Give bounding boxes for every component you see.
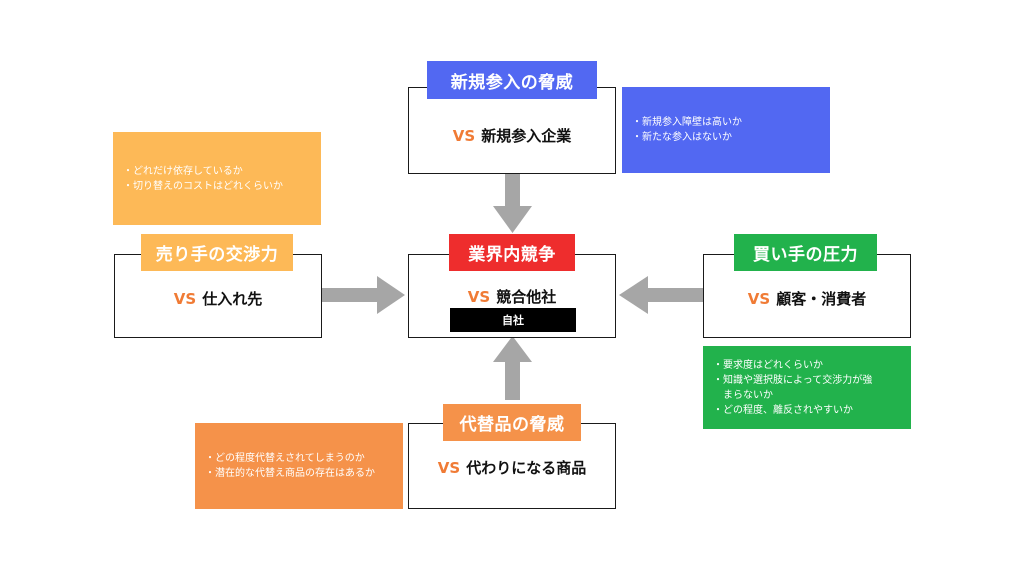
note-line: ・知識や選択肢によって交渉力が強 xyxy=(713,374,873,386)
suppliers-notes: ・どれだけ依存しているか ・切り替えのコストはどれくらいか xyxy=(113,132,321,225)
rivalry-target: 競合他社 xyxy=(496,288,557,306)
buyers-vs-label: VS 顧客・消費者 xyxy=(704,288,910,309)
note-line: ・切り替えのコストはどれくらいか xyxy=(123,180,283,192)
substitutes-target: 代わりになる商品 xyxy=(466,459,587,477)
note-line: ・どの程度、離反されやすいか xyxy=(713,404,853,416)
note-line: ・新たな参入はないか xyxy=(632,132,732,143)
new-entrants-notes: ・新規参入障壁は高いか ・新たな参入はないか xyxy=(622,87,830,173)
rivalry-tag: 業界内競争 xyxy=(449,234,575,271)
buyers-notes: ・要求度はどれくらいか ・知識や選択肢によって交渉力が強 まらないか ・どの程度… xyxy=(703,346,911,429)
arrow-left-from-buyers xyxy=(619,276,704,314)
suppliers-target: 仕入れ先 xyxy=(202,290,263,308)
new-entrants-box: VS 新規参入企業 xyxy=(408,87,616,174)
buyers-tag: 買い手の圧力 xyxy=(734,234,877,271)
arrow-down-from-new-entrants xyxy=(493,174,532,233)
note-line: まらないか xyxy=(723,389,773,401)
vs-mark: VS xyxy=(747,290,771,308)
vs-mark: VS xyxy=(452,127,476,145)
new-entrants-tag: 新規参入の脅威 xyxy=(427,61,597,99)
new-entrants-vs-label: VS 新規参入企業 xyxy=(409,125,615,146)
substitutes-vs-label: VS 代わりになる商品 xyxy=(409,457,615,478)
note-line: ・どれだけ依存しているか xyxy=(123,165,243,177)
arrow-right-from-suppliers xyxy=(322,276,405,314)
substitutes-tag: 代替品の脅威 xyxy=(443,404,581,441)
buyers-target: 顧客・消費者 xyxy=(776,290,867,308)
substitutes-notes: ・どの程度代替えされてしまうのか ・潜在的な代替え商品の存在はあるか xyxy=(195,423,403,509)
suppliers-tag: 売り手の交渉力 xyxy=(141,234,293,271)
vs-mark: VS xyxy=(437,459,461,477)
note-line: ・要求度はどれくらいか xyxy=(713,359,823,371)
note-line: ・新規参入障壁は高いか xyxy=(632,117,742,128)
suppliers-vs-label: VS 仕入れ先 xyxy=(115,288,321,309)
new-entrants-target: 新規参入企業 xyxy=(481,127,572,145)
rivalry-vs-label: VS 競合他社 xyxy=(409,286,615,307)
note-line: ・どの程度代替えされてしまうのか xyxy=(205,453,365,464)
vs-mark: VS xyxy=(173,290,197,308)
arrow-up-from-substitutes xyxy=(493,336,532,400)
note-line: ・潜在的な代替え商品の存在はあるか xyxy=(205,468,375,479)
self-company-bar: 自社 xyxy=(450,308,576,332)
vs-mark: VS xyxy=(467,288,491,306)
